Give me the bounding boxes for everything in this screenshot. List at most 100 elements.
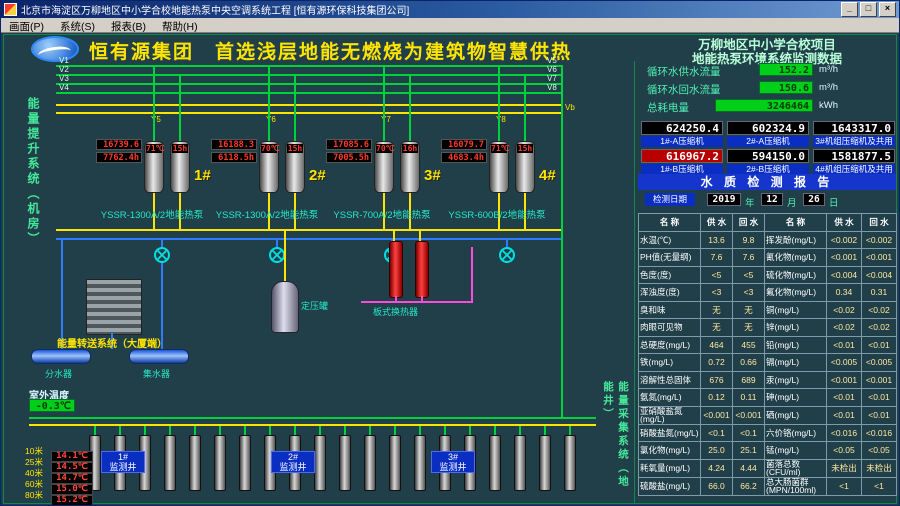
menu-item-screen[interactable]: 画面(P) [9,21,44,33]
well-pipe-stub [569,426,571,435]
valve-label-v1: V1 [59,56,69,65]
well-cylinder[interactable] [314,435,326,491]
maximize-button[interactable]: □ [860,2,877,17]
depth-label: 80米 [25,490,43,500]
water-collector[interactable] [129,349,189,364]
circulation-pump[interactable] [269,247,285,263]
compressor-cylinder-b[interactable]: 15h [170,141,190,193]
table-value-cell: 无 [732,300,765,319]
compressor-cylinder-a[interactable]: 71℃ [489,141,510,193]
table-value-cell: 无 [700,300,733,319]
monitor-well-3[interactable]: 3# 监测井 [431,451,475,473]
circulation-pump[interactable] [499,247,515,263]
parameter-name-cell: 色度(度) [638,265,701,284]
transfer-system-label: 能量转送系统（大厦端） [57,339,167,350]
table-value-cell: 0.34 [826,283,862,302]
project-title-line1: 万柳地区中小学合校项目 [698,38,836,52]
well-pipe-stub [519,426,521,435]
parameter-name-cell: 镉(mg/L) [764,353,827,372]
table-value-cell: 25.0 [700,441,733,460]
well-cylinder[interactable] [364,435,376,491]
depth-label: 10米 [25,446,43,456]
well-pipe-stub [219,426,221,435]
cylinder-display: 71℃ [491,144,510,153]
well-cylinder[interactable] [214,435,226,491]
unit-energy-meter: 16739.6 [96,139,142,150]
machine-room-unit[interactable] [86,279,142,335]
cylinder-display: 71℃ [146,144,165,153]
scada-canvas: 恒有源集团 首选浅层地能无燃烧为建筑物智慧供热 万柳地区中小学合校项目 地能热泵… [1,33,899,505]
menu-item-report[interactable]: 报表(B) [111,21,146,33]
return-flow-display: 150.6 [759,81,813,94]
monitor-well-text: 监测井 [279,462,307,472]
compressor-cylinder-a[interactable]: 70℃ [259,141,280,193]
panel-divider [634,61,635,503]
compressor-cylinder-b[interactable]: 16h [400,141,420,193]
pressure-tank[interactable] [271,281,299,333]
monitor-well-1[interactable]: 1# 监测井 [101,451,145,473]
minimize-button[interactable]: _ [841,2,858,17]
table-value-cell: <0.004 [826,265,862,284]
well-pipe-stub [244,426,246,435]
plate-heat-exchanger[interactable] [415,241,429,298]
monitor-well-2[interactable]: 2# 监测井 [271,451,315,473]
well-cylinder[interactable] [389,435,401,491]
circulation-pump[interactable] [154,247,170,263]
well-cylinder[interactable] [239,435,251,491]
parameter-name-cell: 铁(mg/L) [638,353,701,372]
well-cylinder[interactable] [414,435,426,491]
table-value-cell: 689 [732,370,765,389]
menu-item-help[interactable]: 帮助(H) [162,21,198,33]
unit-model-label: YSSR-1300A/2地能热泵 [215,210,319,221]
compressor-cylinder-a[interactable]: 71℃ [144,141,165,193]
well-cylinder[interactable] [539,435,551,491]
unit-hours-meter: 6118.5h [211,152,257,163]
pipe-drop [498,193,500,229]
table-value-cell: 0.72 [700,353,733,372]
well-cylinder[interactable] [189,435,201,491]
day-suffix: 日 [829,198,839,209]
parameter-name-cell: 硫化物(mg/L) [764,265,827,284]
pipe-well-riser [561,65,563,417]
cylinder-display: 70℃ [376,144,395,153]
well-cylinder[interactable] [564,435,576,491]
pipe-drop [383,193,385,229]
pipe-exchanger-loop [471,247,473,301]
energy-meter-display: 1643317.0 [813,121,895,135]
monitor-well-text: 监测井 [439,462,467,472]
well-cylinder[interactable] [164,435,176,491]
supply-flow-label: 循环水供水流量 [647,66,721,78]
well-cylinder[interactable] [514,435,526,491]
pipe-drop [524,193,526,229]
energy-meter-display: 1581877.5 [813,149,895,163]
compressor-cylinder-b[interactable]: 15h [515,141,535,193]
table-value-cell: 25.1 [732,441,765,460]
well-pipe-stub [444,426,446,435]
table-value-cell: 9.8 [732,230,765,249]
unit-hours-meter: 7762.4h [96,152,142,163]
energy-meter-display-alarm: 616967.2 [641,149,723,163]
pipe-riser [409,74,411,141]
page-title: 恒有源集团 首选浅层地能无燃烧为建筑物智慧供热 [89,42,573,63]
pipe-stub [284,229,286,281]
compressor-cylinder-b[interactable]: 15h [285,141,305,193]
frame-line [896,34,897,504]
close-button[interactable]: × [879,2,896,17]
table-value-cell: <0.004 [861,265,897,284]
plate-heat-exchanger[interactable] [389,241,403,298]
compressor-cylinder-a[interactable]: 70℃ [374,141,395,193]
energy-meter-label: 2#-B压缩机 [727,164,809,175]
depth-temp-value: 14.7℃ [51,473,93,484]
table-value-cell: 0.12 [700,388,733,407]
valve-label-v2: V2 [59,65,69,74]
water-divider[interactable] [31,349,91,364]
unit-id-label: 1# [194,167,211,184]
well-cylinder[interactable] [489,435,501,491]
pipe-stub [421,296,423,301]
menu-item-system[interactable]: 系统(S) [60,21,95,33]
well-cylinder[interactable] [339,435,351,491]
